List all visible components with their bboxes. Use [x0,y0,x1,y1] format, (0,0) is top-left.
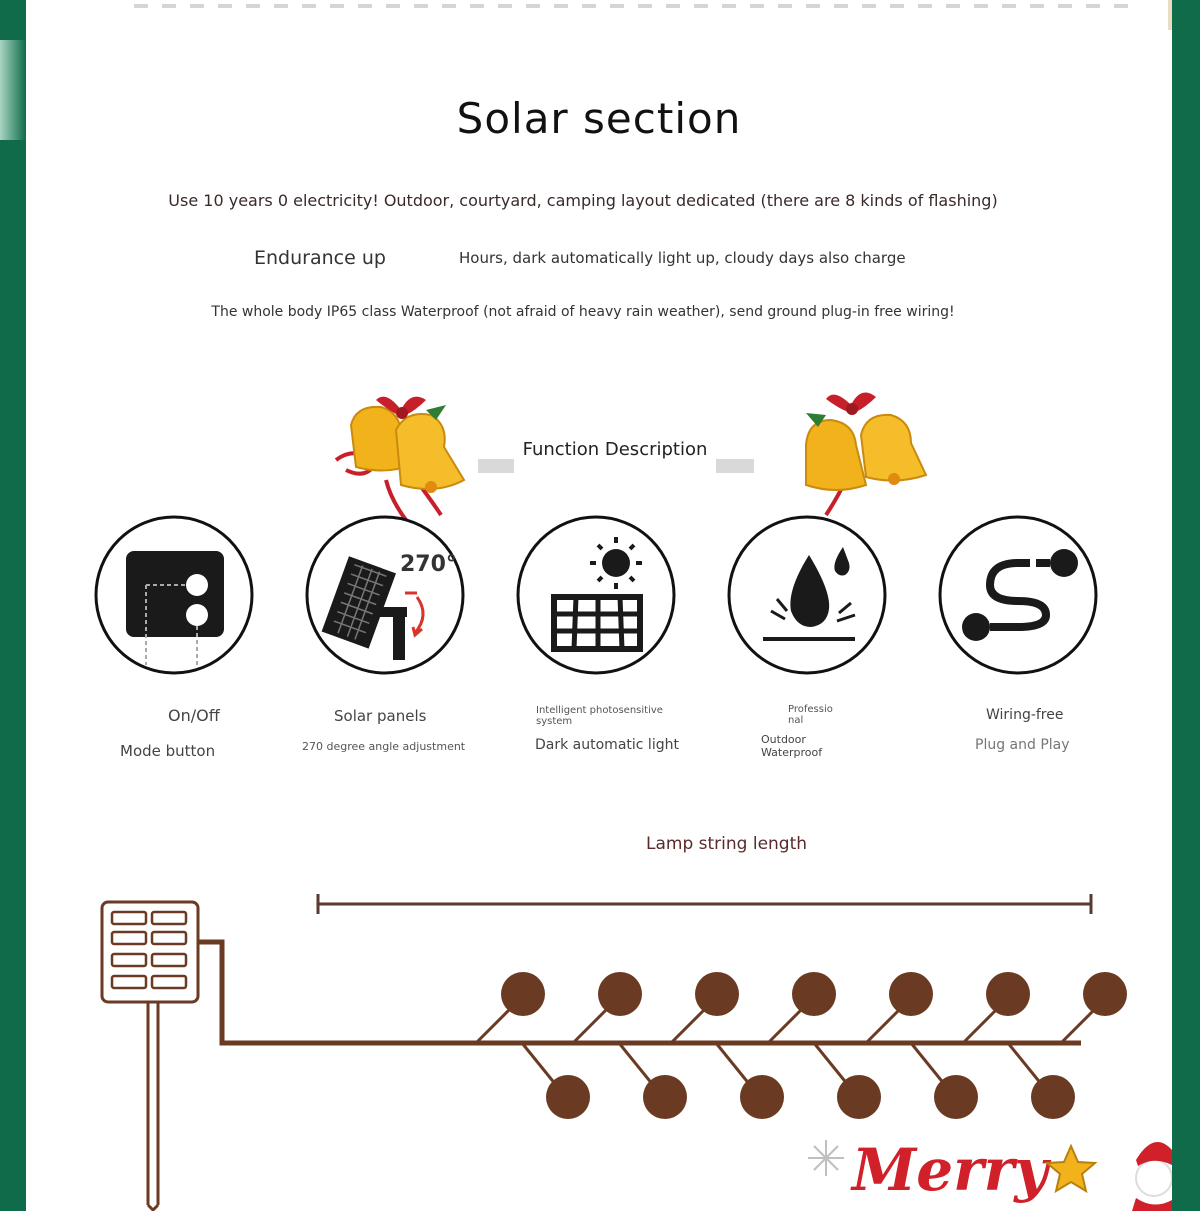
feature-4-label-line1: Professio [788,704,833,715]
feature-4-sublabel-line1: Outdoor [761,733,806,746]
feature-1-label: On/Off [168,706,220,725]
function-title-box [514,430,716,474]
feature-4-sublabel-line2: Waterproof [761,746,823,759]
left-side-glow [0,40,26,140]
feature-3-label-line1: Intelligent photosensitive [536,705,663,716]
feature-2-label: Solar panels [334,707,427,725]
lamp-string-length-title: Lamp string length [646,834,808,854]
angle-270-text: 270° [400,552,457,577]
feature-4-label-line2: nal [788,715,804,726]
switch-icon [94,515,254,675]
snowman-icon [1135,1159,1172,1197]
merry-text: Merry [850,1136,1052,1204]
feature-3-label-line2: system [536,716,573,727]
star-icon [1044,1143,1098,1194]
top-dashed-divider [134,4,1134,8]
christmas-bells-left-icon [334,396,466,522]
endurance-label: Endurance up [254,247,386,269]
function-description-title: Function Description [522,439,708,460]
content-panel: Solar section Use 10 years 0 electricity… [26,0,1172,1211]
wire-free-icon [938,515,1098,675]
waterproof-line: The whole body IP65 class Waterproof (no… [211,304,955,320]
top-edge-strip [1168,0,1172,30]
intro-line-1: Use 10 years 0 electricity! Outdoor, cou… [168,191,998,210]
feature-1-sublabel: Mode button [120,742,216,760]
length-dimension-line [316,894,1093,914]
page-title: Solar section [456,94,742,143]
feature-2-sublabel: 270 degree angle adjustment [302,740,466,753]
christmas-bells-right-icon [805,392,928,517]
feature-5-sublabel: Plug and Play [975,737,1070,753]
merry-christmas-decoration: Merry [808,1136,1172,1211]
feature-5-label: Wiring-free [986,707,1064,723]
lamp-string-diagram [100,894,1127,1211]
water-drop-icon [727,515,887,675]
feature-3-sublabel: Dark automatic light [535,737,679,753]
endurance-text: Hours, dark automatically light up, clou… [459,249,906,267]
solar-panel-rotate-icon: 270° [305,515,465,675]
sun-solar-icon [516,515,676,675]
